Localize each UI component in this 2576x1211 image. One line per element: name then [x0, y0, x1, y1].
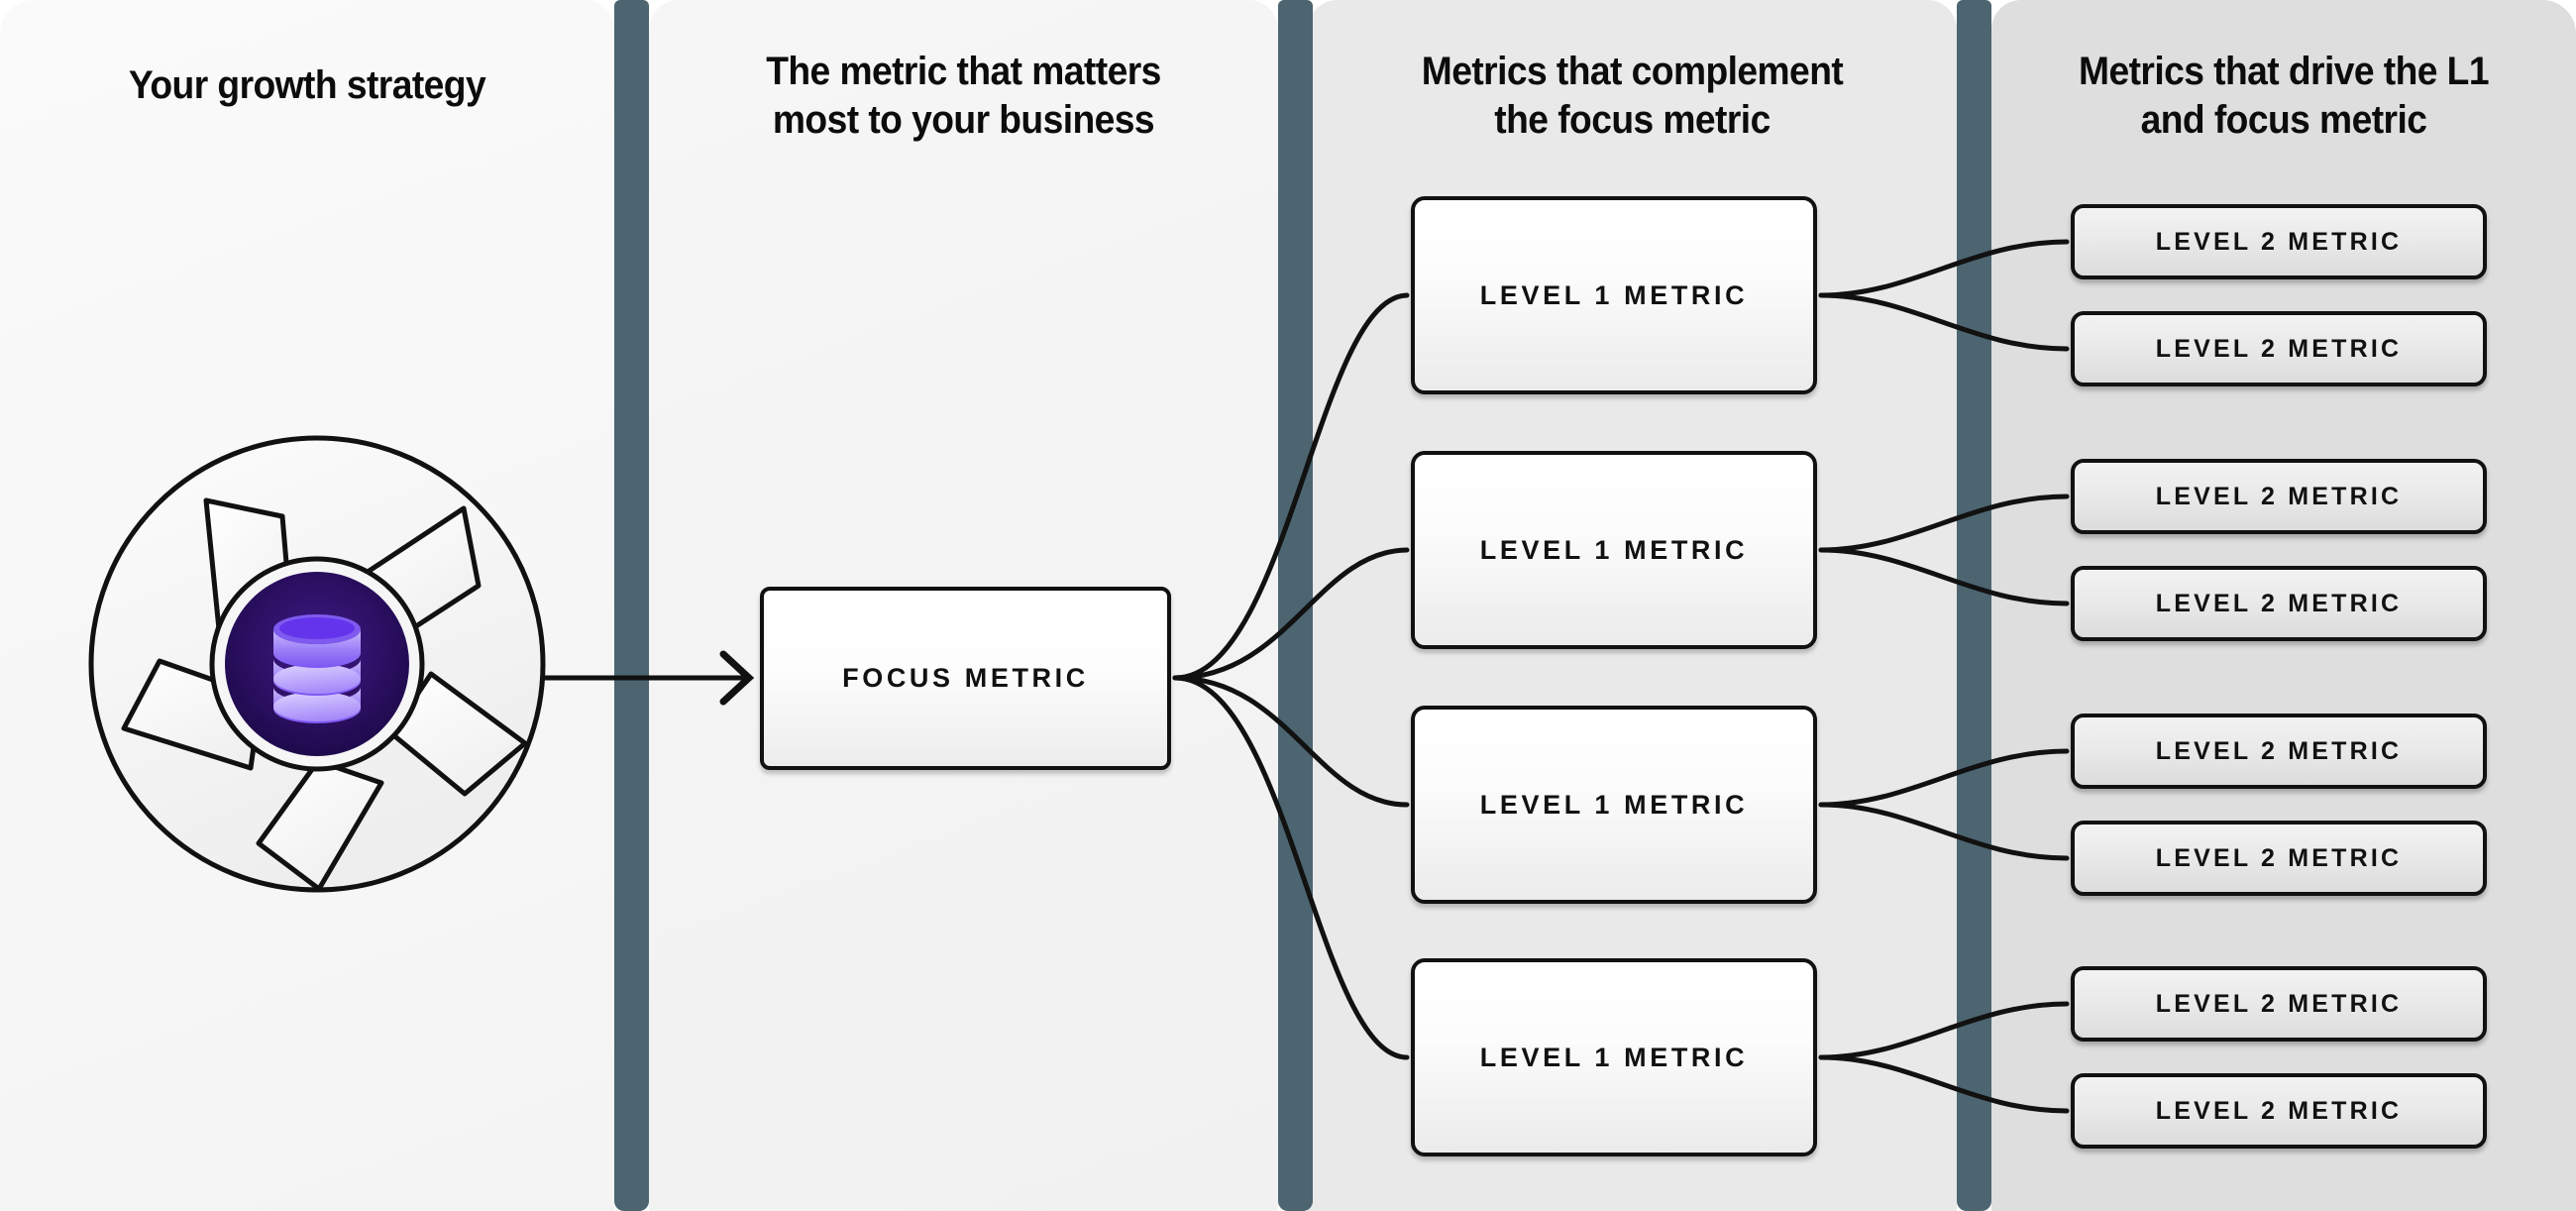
- database-icon: [273, 614, 361, 723]
- aperture-database-icon: [88, 435, 546, 893]
- column-header-level2: Metrics that drive the L1 and focus metr…: [2079, 50, 2490, 142]
- level1-metric-node-4[interactable]: LEVEL 1 METRIC: [1411, 958, 1817, 1156]
- column-header-level1: Metrics that complement the focus metric: [1421, 50, 1844, 142]
- level2-metric-node-4[interactable]: LEVEL 2 METRIC: [2071, 566, 2487, 641]
- level1-metric-node-2[interactable]: LEVEL 1 METRIC: [1411, 451, 1817, 649]
- column-divider-3: [1957, 0, 1991, 1211]
- level2-metric-node-2[interactable]: LEVEL 2 METRIC: [2071, 311, 2487, 386]
- level2-metric-node-6[interactable]: LEVEL 2 METRIC: [2071, 821, 2487, 896]
- column-divider-1: [614, 0, 649, 1211]
- level1-metric-node-1[interactable]: LEVEL 1 METRIC: [1411, 196, 1817, 394]
- column-header-strategy: Your growth strategy: [128, 63, 486, 107]
- level2-metric-node-3[interactable]: LEVEL 2 METRIC: [2071, 459, 2487, 534]
- level2-metric-node-7[interactable]: LEVEL 2 METRIC: [2071, 966, 2487, 1042]
- column-divider-2: [1278, 0, 1313, 1211]
- focus-metric-node[interactable]: FOCUS METRIC: [760, 587, 1171, 770]
- level2-metric-node-1[interactable]: LEVEL 2 METRIC: [2071, 204, 2487, 279]
- column-header-focus: The metric that matters most to your bus…: [766, 50, 1161, 142]
- level2-metric-node-5[interactable]: LEVEL 2 METRIC: [2071, 714, 2487, 789]
- level1-metric-node-3[interactable]: LEVEL 1 METRIC: [1411, 706, 1817, 904]
- level2-metric-node-8[interactable]: LEVEL 2 METRIC: [2071, 1073, 2487, 1149]
